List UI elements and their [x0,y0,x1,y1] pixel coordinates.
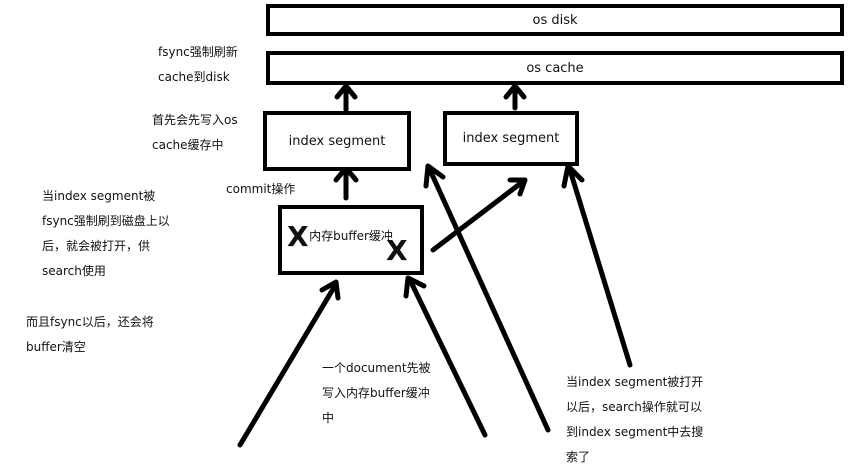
note-document-write: 一个document先被 写入内存buffer缓冲 中 [322,361,431,425]
note-write-first: 首先会先写入os cache缓存中 [152,113,238,152]
arrow-buffer-to-segment-right [430,177,528,253]
note-fsync-open: 当index segment被 fsync强制刷到磁盘上以 后，就会被打开，供 … [42,189,170,278]
os-cache-box: os cache [266,51,844,85]
note-search-open: 当index segment被打开 以后，search操作就可以 到index … [566,375,704,464]
arrow-buffer-to-segment-left [333,165,359,201]
cross-mark-right: X [386,234,408,267]
arrow-document-to-buffer [237,279,341,448]
index-segment-right-label: index segment [462,131,560,146]
memory-buffer-box: 内存buffer缓冲 [278,205,424,275]
arrow-segment-right-to-cache [503,83,527,111]
note-clear-buffer: 而且fsync以后，还会将 buffer清空 [26,315,154,354]
os-disk-label: os disk [532,12,578,28]
arrow-search-to-segment-right [561,163,633,368]
arrow-bottom-to-buffer-right [403,275,488,438]
index-segment-left-box: index segment [263,111,411,171]
os-cache-label: os cache [526,60,584,76]
note-fsync-flush: fsync强制刷新 cache到disk [158,45,238,84]
arrow-search-to-segment-left [423,163,551,433]
os-disk-box: os disk [266,4,844,36]
arrow-segment-left-to-cache [334,83,358,113]
memory-buffer-label: 内存buffer缓冲 [309,229,393,243]
index-segment-right-box: index segment [443,111,579,166]
note-commit: commit操作 [226,182,296,196]
cross-mark-left: X [287,220,309,253]
index-segment-left-label: index segment [288,133,386,149]
